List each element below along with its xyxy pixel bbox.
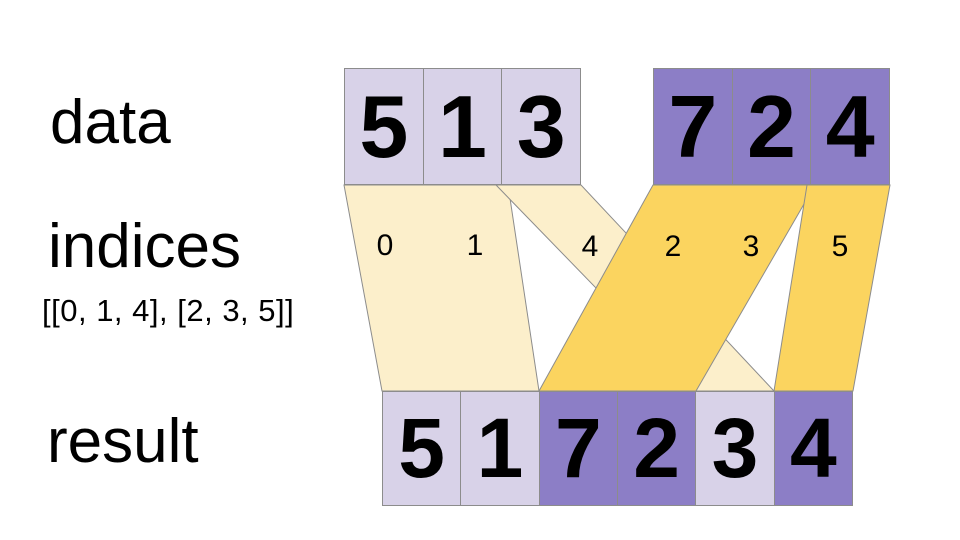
result-label: result — [47, 407, 199, 476]
result-cell: 4 — [773, 392, 852, 505]
data-cell: 2 — [731, 69, 811, 184]
index-label-4: 4 — [581, 230, 599, 263]
result-cell: 7 — [538, 392, 617, 505]
result-cell: 3 — [695, 392, 774, 505]
index-label-3: 3 — [742, 230, 760, 263]
index-label-1: 1 — [466, 229, 484, 262]
data-cell: 4 — [810, 69, 890, 184]
indices-value-label: [[0, 1, 4], [2, 3, 5]] — [42, 293, 295, 328]
index-label-0: 0 — [376, 229, 394, 262]
data-cell: 7 — [654, 69, 732, 184]
result-cell: 2 — [616, 392, 696, 505]
data-cell: 5 — [345, 69, 423, 184]
data-cell: 3 — [501, 69, 581, 184]
data-cell: 1 — [422, 69, 502, 184]
index-label-5: 5 — [831, 230, 849, 263]
indices-label: indices — [48, 212, 241, 281]
data-array-1: 5 1 3 — [344, 68, 581, 185]
data-label: data — [50, 88, 171, 157]
data-array-2: 7 2 4 — [653, 68, 890, 185]
ribbon-array2-elem2-to-result5 — [773, 184, 891, 392]
result-cell: 5 — [383, 392, 461, 505]
result-cell: 1 — [460, 392, 539, 505]
ribbon-array1-elems01-to-result01 — [343, 184, 540, 392]
result-array: 5 1 7 2 3 4 — [382, 391, 853, 506]
index-label-2: 2 — [664, 230, 682, 263]
